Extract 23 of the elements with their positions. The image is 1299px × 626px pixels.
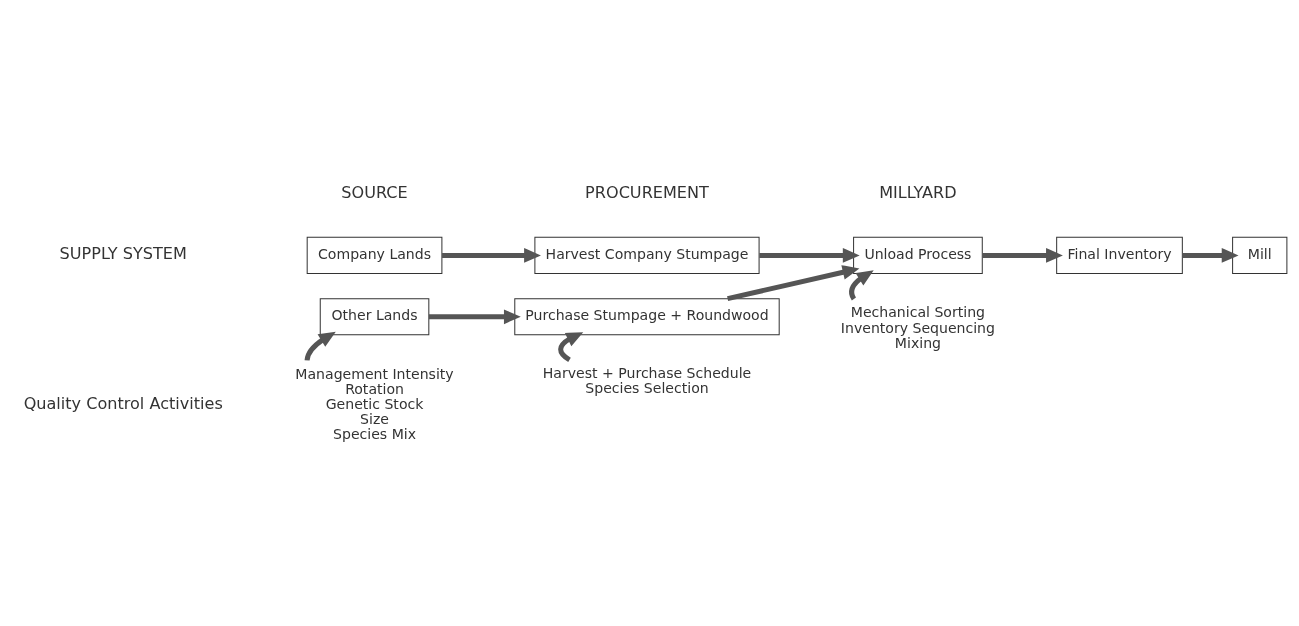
label: Quality Control Activities [23, 394, 223, 414]
node-text: Management Intensity Rotation Genetic Stock Size Species Mix [295, 365, 454, 443]
node-box: Mill [1232, 236, 1288, 275]
arrow [429, 309, 521, 325]
label: MILLYARD [879, 182, 957, 202]
arrow [558, 332, 584, 363]
node-box: Purchase Stumpage + Roundwood [514, 298, 780, 336]
node-box: Harvest Company Stumpage [534, 236, 760, 275]
node-text: Mechanical Sorting Inventory Sequencing Mixing [840, 304, 995, 351]
arrow [849, 270, 874, 301]
node-box: Company Lands [306, 236, 443, 275]
node-box: Unload Process [853, 236, 983, 275]
node-text: Harvest + Purchase Schedule Species Selection [542, 365, 752, 397]
label: PROCUREMENT [585, 182, 709, 202]
arrow [759, 248, 860, 263]
label: SOURCE [341, 182, 408, 202]
arrow [442, 248, 541, 263]
node-box: Other Lands [319, 298, 430, 336]
label: SUPPLY SYSTEM [59, 244, 187, 264]
node-box: Final Inventory [1056, 236, 1183, 275]
arrow [304, 331, 336, 361]
arrow [1182, 248, 1239, 263]
arrow [982, 248, 1063, 263]
